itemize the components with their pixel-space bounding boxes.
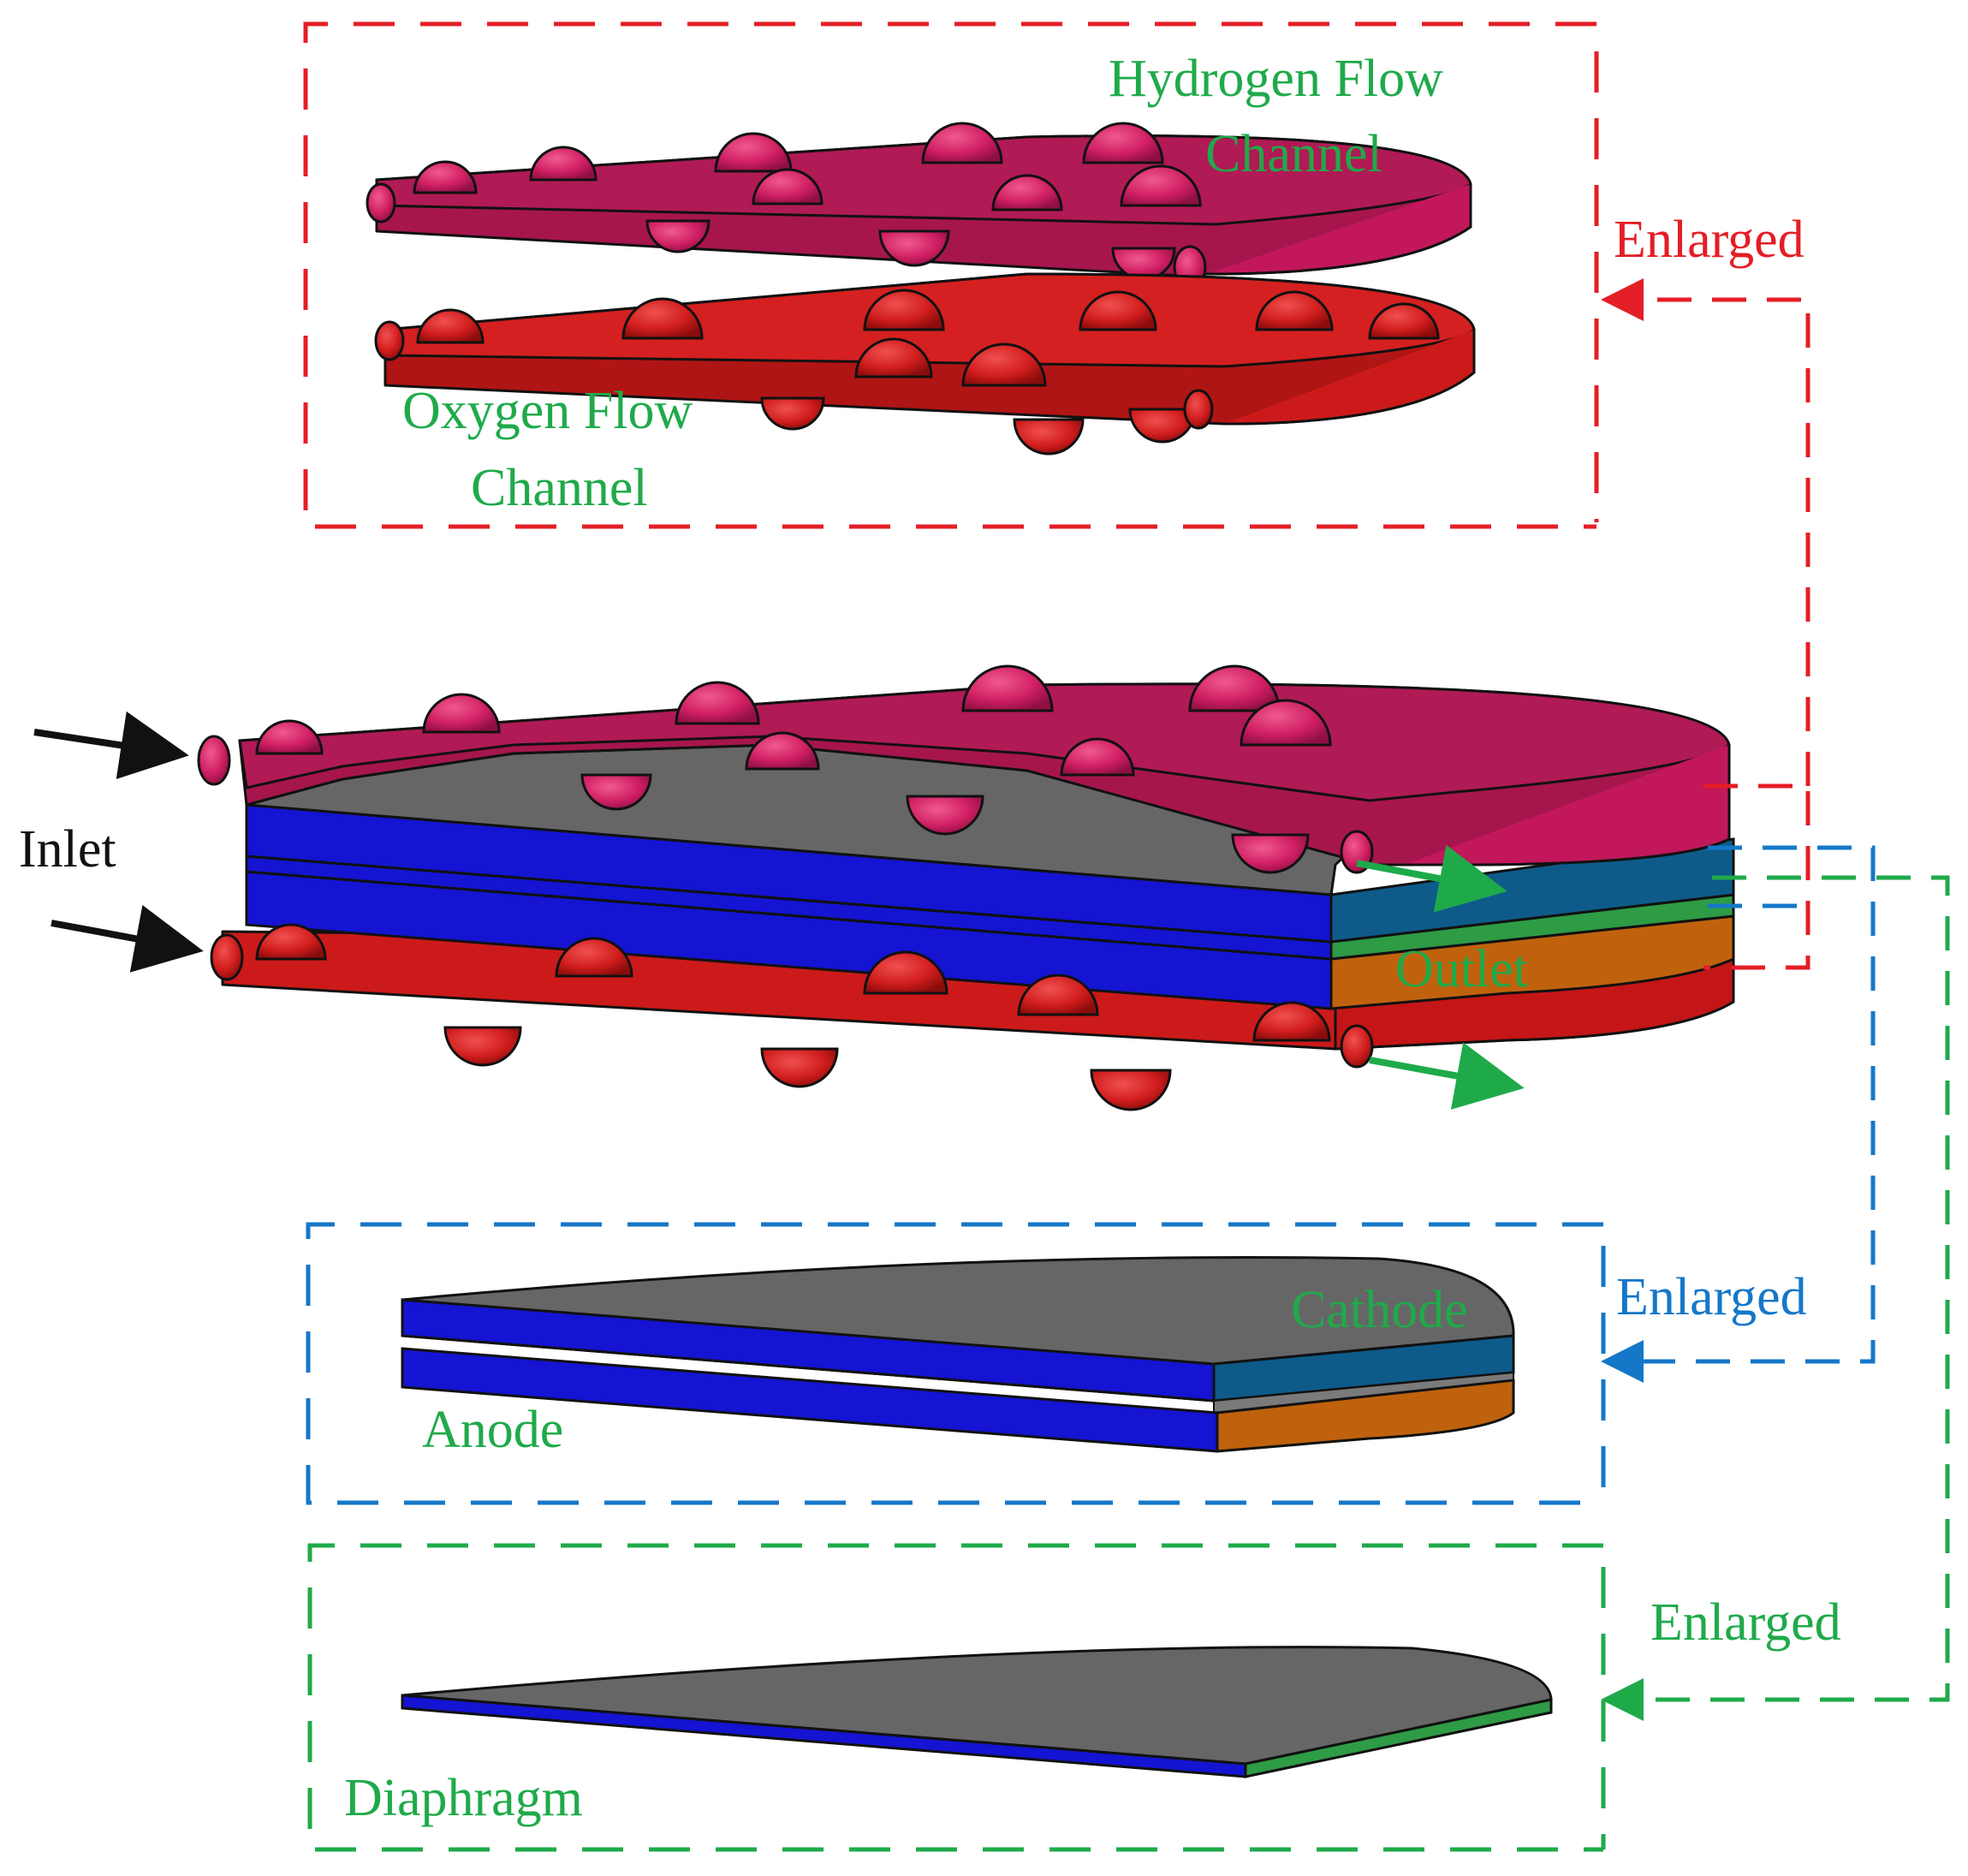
outlet-arrow-bottom — [1369, 1042, 1525, 1110]
red-enlarge-connector — [1601, 278, 1810, 970]
cathode-label: Cathode — [1291, 1281, 1468, 1339]
oxygen-channel-label-line1: Oxygen Flow — [402, 382, 693, 440]
green-enlarge-connector — [1601, 875, 1950, 1721]
oxygen-channel-domes — [416, 289, 1440, 456]
diaphragm-label: Diaphragm — [344, 1769, 583, 1827]
outlet-arrow-top — [1356, 844, 1507, 913]
anode-label: Anode — [422, 1401, 563, 1459]
diaphragm-sheet — [401, 1646, 1553, 1778]
oxygen-channel-label-line2: Channel — [471, 459, 648, 517]
hydrogen-channel-label-line2: Channel — [1205, 125, 1382, 183]
diaphragm-frame — [307, 1543, 1606, 1852]
hydrogen-channel-label-line1: Hydrogen Flow — [1109, 50, 1443, 108]
electrode-frame — [306, 1222, 1606, 1505]
hydrogen-channel-domes — [413, 122, 1207, 289]
anode-plate — [401, 1347, 1515, 1453]
enlarged-label-top: Enlarged — [1614, 211, 1804, 269]
inlet-arrow-top — [33, 711, 189, 779]
enlarged-label-middle: Enlarged — [1616, 1268, 1807, 1326]
outlet-label: Outlet — [1395, 940, 1528, 998]
inlet-arrow-bottom — [51, 905, 204, 973]
enlarged-label-bottom: Enlarged — [1650, 1593, 1841, 1652]
inlet-label: Inlet — [19, 820, 116, 878]
blue-enlarge-connector — [1601, 845, 1876, 1383]
flow-channel-frame — [303, 21, 1599, 529]
stack-domes — [255, 664, 1374, 1111]
cathode-plate — [401, 1256, 1515, 1403]
